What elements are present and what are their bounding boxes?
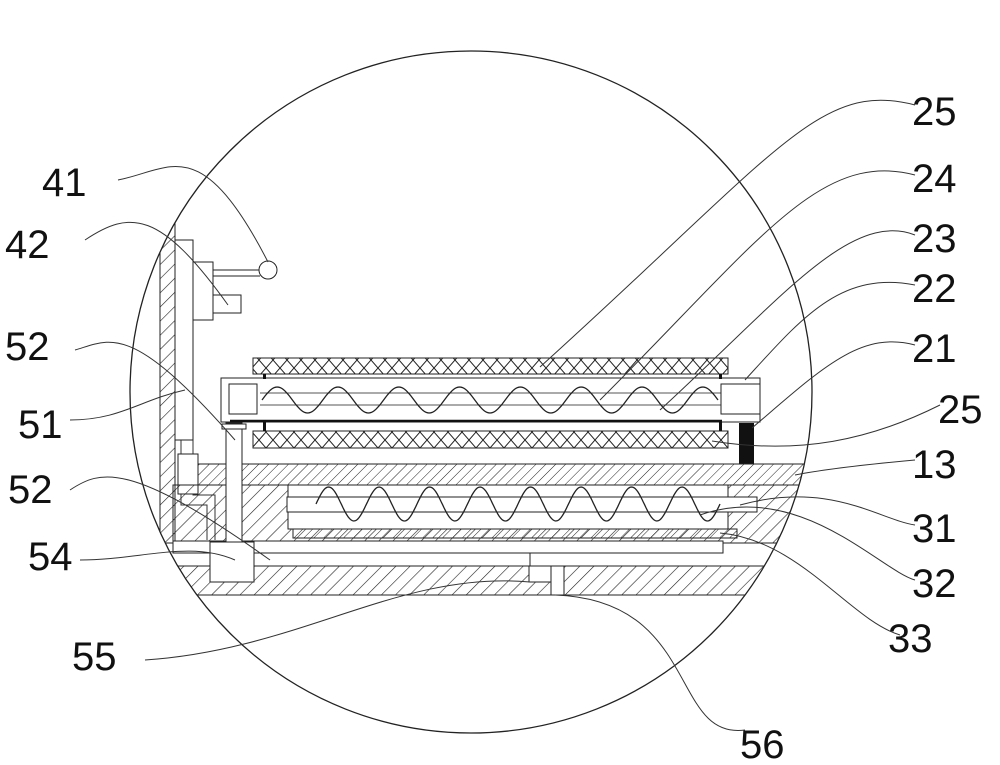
pipe-52 (226, 423, 242, 543)
label-51: 51 (18, 403, 63, 447)
spacer (263, 422, 266, 431)
label-21: 21 (912, 327, 957, 371)
port-55 (529, 566, 551, 582)
label-41: 41 (42, 161, 87, 205)
assembly (150, 178, 830, 595)
label-23: 23 (912, 217, 957, 261)
label-55: 55 (72, 635, 117, 679)
label-54: 54 (28, 535, 73, 579)
label-52b: 52 (8, 468, 53, 512)
label-25b: 25 (938, 388, 983, 432)
label-33: 33 (888, 617, 933, 661)
strip-33 (293, 529, 737, 538)
channel (173, 541, 723, 553)
label-22: 22 (912, 267, 957, 311)
spacer (263, 374, 266, 379)
plate-13 (198, 464, 818, 485)
sensor-42-box (193, 262, 213, 320)
label-31: 31 (912, 507, 957, 551)
label-52: 52 (5, 325, 50, 369)
block-21 (739, 423, 754, 464)
pipe-52-flange (222, 424, 246, 429)
label-25: 25 (912, 90, 957, 134)
tube-end-cap-left (229, 384, 257, 414)
elbow-54 (210, 542, 254, 582)
label-24: 24 (912, 157, 957, 201)
tube-22 (221, 378, 760, 422)
probe-ball-41 (259, 261, 277, 279)
spacer (719, 374, 722, 379)
insulation-bottom-25 (253, 431, 728, 448)
bracket-42-plate (175, 240, 193, 440)
outlet-channel (250, 553, 530, 566)
chamber-rail (287, 497, 757, 512)
label-42: 42 (5, 223, 50, 267)
insulation-top-25 (253, 358, 728, 374)
label-56: 56 (740, 723, 785, 765)
port-56 (551, 566, 564, 595)
part-labels: 41 42 52 51 52 54 55 25 24 23 22 21 25 1… (5, 90, 983, 765)
tube-end-cap-right (721, 384, 760, 414)
spacer (719, 422, 722, 431)
label-13: 13 (912, 443, 957, 487)
label-32: 32 (912, 562, 957, 606)
